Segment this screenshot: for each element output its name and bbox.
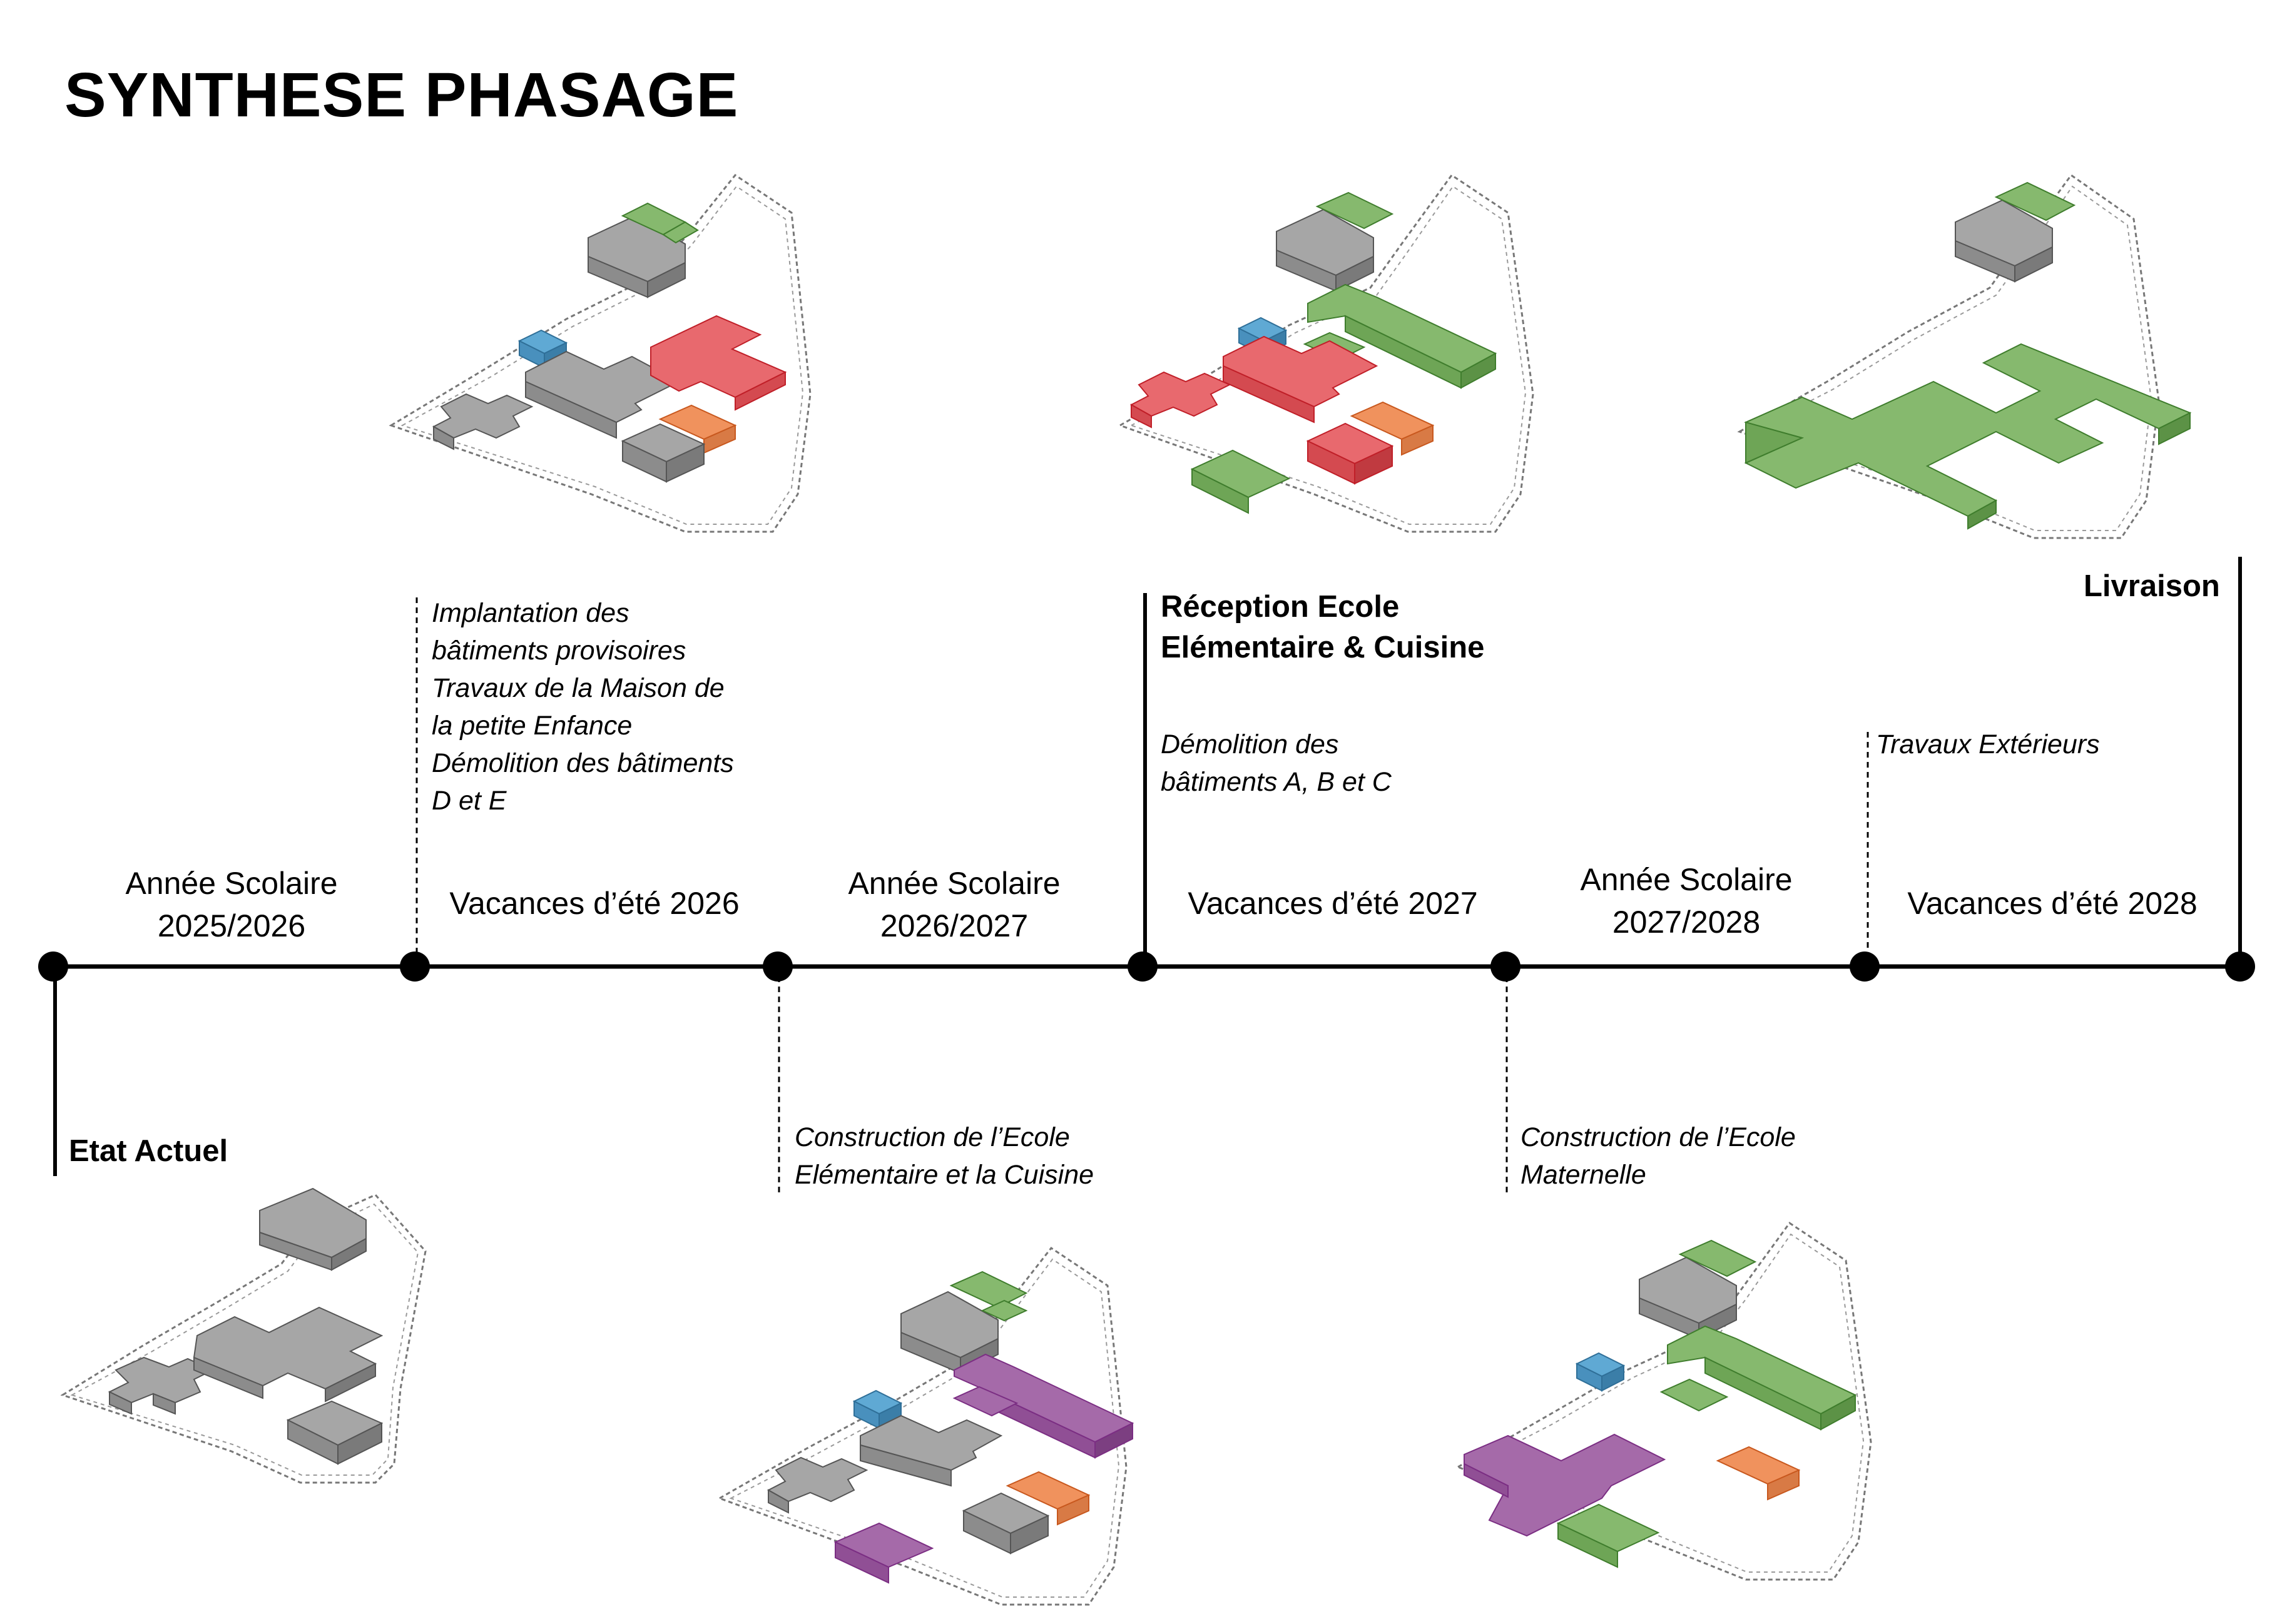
period-label: Année Scolaire <box>848 866 1061 901</box>
period-year: 2025/2026 <box>157 908 306 943</box>
milestone-etat-actuel: Etat Actuel <box>69 1131 228 1172</box>
period-label: Vacances d’été 2028 <box>1907 886 2198 921</box>
site-boundary-inner <box>729 1258 1120 1598</box>
site-boundary <box>1737 173 2160 539</box>
building-south-demolished <box>1306 422 1394 485</box>
building-south-existing <box>621 423 706 483</box>
timeline-node-7 <box>2225 952 2255 982</box>
period-2027-2028: Année Scolaire 2027/2028 <box>1546 858 1827 943</box>
note-line: Maternelle <box>1520 1160 1646 1190</box>
building-kitchen <box>1716 1446 1801 1501</box>
milestone-reception: Réception Ecole Elémentaire & Cuisine <box>1161 587 1484 668</box>
site-diagram-year-2026-2027 <box>717 1246 1134 1606</box>
site-boundary <box>717 1246 1128 1606</box>
milestone-label-line2: Elémentaire & Cuisine <box>1161 631 1485 664</box>
note-line: Construction de l’Ecole <box>795 1122 1070 1152</box>
period-label: Année Scolaire <box>125 866 338 901</box>
period-year: 2027/2028 <box>1612 905 1761 940</box>
site-boundary-inner <box>1749 185 2152 531</box>
timeline-node-5 <box>1490 952 1520 982</box>
building-green-south <box>1190 449 1291 514</box>
building-central-demolished <box>1223 335 1378 424</box>
building-elementary-delivered <box>1659 1325 1857 1431</box>
timeline-node-1 <box>38 952 68 982</box>
timeline-node-6 <box>1850 952 1880 982</box>
note-line: Implantation des <box>432 598 629 628</box>
note-line: bâtiments provisoires <box>432 636 686 666</box>
milestone-label-line1: Réception Ecole <box>1161 590 1400 624</box>
building-new-elementary <box>952 1353 1134 1459</box>
note-line: Démolition des <box>1161 729 1339 759</box>
note-summer-2028: Travaux Extérieurs <box>1876 726 2100 763</box>
note-year-2026-2027: Construction de l’Ecole Elémentaire et l… <box>795 1119 1094 1194</box>
page-title: SYNTHESE PHASAGE <box>64 60 739 130</box>
note-summer-2026: Implantation des bâtiments provisoires T… <box>432 594 734 820</box>
site-boundary <box>1455 1221 1872 1581</box>
building-kitchen <box>1350 401 1435 456</box>
note-line: la petite Enfance <box>432 711 633 741</box>
site-boundary <box>60 1194 427 1484</box>
period-year: 2026/2027 <box>880 908 1029 943</box>
note-line: Construction de l’Ecole <box>1520 1122 1796 1152</box>
site-boundary <box>389 173 812 533</box>
milestone-livraison: Livraison <box>2084 566 2220 607</box>
building-new-elementary-south <box>833 1522 934 1584</box>
site-diagram-year-2027-2028 <box>1455 1221 1872 1581</box>
note-line: Démolition des bâtiments <box>432 748 734 778</box>
note-line: bâtiments A, B et C <box>1161 767 1392 797</box>
site-diagram-summer-2028 <box>1737 173 2192 539</box>
building-temporary <box>852 1389 903 1429</box>
period-label: Année Scolaire <box>1580 862 1793 897</box>
building-north-existing <box>259 1187 367 1271</box>
building-kitchen <box>1006 1471 1091 1526</box>
site-boundary-inner <box>70 1203 419 1476</box>
building-south-existing <box>286 1400 384 1465</box>
site-boundary-inner <box>400 185 804 525</box>
note-line: D et E <box>432 786 507 816</box>
period-2026-2027: Année Scolaire 2026/2027 <box>813 862 1095 947</box>
building-north-partial <box>900 1271 1028 1374</box>
timeline-node-3 <box>763 952 793 982</box>
period-label: Vacances d’été 2026 <box>449 886 740 921</box>
site-diagram-etat-actuel <box>60 1187 427 1484</box>
period-summer-2026: Vacances d’été 2026 <box>432 882 757 925</box>
site-boundary <box>1118 173 1534 533</box>
building-north-partial <box>588 202 699 298</box>
building-central-existing <box>860 1414 1003 1487</box>
building-north-partial <box>1276 191 1394 292</box>
note-line: Elémentaire et la Cuisine <box>795 1160 1094 1190</box>
building-central-existing <box>193 1306 384 1403</box>
note-summer-2027: Démolition des bâtiments A, B et C <box>1161 726 1392 801</box>
building-temporary <box>1575 1352 1626 1392</box>
timeline-node-4 <box>1128 952 1158 982</box>
period-label: Vacances d’été 2027 <box>1188 886 1478 921</box>
building-central-existing <box>525 350 681 439</box>
period-2025-2026: Année Scolaire 2025/2026 <box>94 862 369 947</box>
building-north-partial <box>1639 1239 1757 1340</box>
note-line: Travaux de la Maison de <box>432 673 725 703</box>
timeline-node-2 <box>400 952 430 982</box>
building-cross-existing <box>108 1356 215 1415</box>
building-north-partial <box>1955 181 2076 283</box>
milestone-label: Livraison <box>2084 569 2220 603</box>
site-diagram-summer-2026 <box>389 173 812 533</box>
note-year-2027-2028: Construction de l’Ecole Maternelle <box>1520 1119 1796 1194</box>
site-diagram-summer-2027 <box>1118 173 1534 533</box>
note-line: Travaux Extérieurs <box>1876 729 2100 759</box>
building-cross-existing <box>432 393 534 450</box>
building-demolished <box>650 315 787 411</box>
building-cross-demolished <box>1129 371 1231 429</box>
building-green-south <box>1556 1503 1660 1568</box>
period-summer-2027: Vacances d’été 2027 <box>1170 882 1495 925</box>
site-boundary-inner <box>1129 185 1527 525</box>
milestone-label: Etat Actuel <box>69 1134 228 1168</box>
building-school-complete <box>1744 343 2192 530</box>
building-new-nursery <box>1464 1433 1666 1537</box>
building-south-existing <box>962 1492 1050 1555</box>
building-cross-existing <box>767 1456 868 1514</box>
period-summer-2028: Vacances d’été 2028 <box>1890 882 2215 925</box>
